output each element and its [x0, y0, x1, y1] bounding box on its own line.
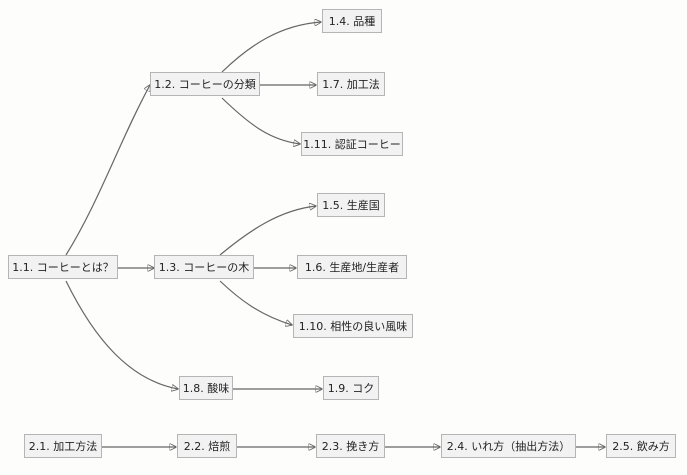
node-1-9[interactable]: 1.9. コク: [323, 376, 379, 400]
node-2-1[interactable]: 2.1. 加工方法: [24, 434, 102, 458]
edge-1-2-to-1-4: [221, 22, 321, 73]
node-1-1[interactable]: 1.1. コーヒーとは？: [8, 255, 118, 279]
node-1-5[interactable]: 1.5. 生産国: [317, 193, 385, 217]
node-2-4[interactable]: 2.4. いれ方（抽出方法）: [441, 434, 576, 458]
node-1-6[interactable]: 1.6. 生産地/生産者: [297, 255, 407, 279]
edge-1-3-to-1-10: [219, 280, 292, 325]
node-1-7[interactable]: 1.7. 加工法: [317, 72, 385, 96]
node-1-4[interactable]: 1.4. 品種: [322, 9, 382, 33]
edge-1-2-to-1-11: [221, 97, 300, 144]
node-1-2[interactable]: 1.2. コーヒーの分類: [150, 72, 260, 96]
edge-1-1-to-1-8: [65, 280, 178, 389]
edge-1-3-to-1-5: [219, 206, 316, 256]
node-2-3[interactable]: 2.3. 挽き方: [316, 434, 385, 458]
node-2-5[interactable]: 2.5. 飲み方: [606, 434, 676, 458]
edge-1-1-to-1-2: [65, 85, 150, 256]
node-1-3[interactable]: 1.3. コーヒーの木: [154, 255, 254, 279]
node-1-8[interactable]: 1.8. 酸味: [179, 376, 233, 400]
node-1-11[interactable]: 1.11. 認証コーヒー: [301, 132, 403, 156]
node-2-2[interactable]: 2.2. 焙煎: [177, 434, 237, 458]
node-1-10[interactable]: 1.10. 相性の良い風味: [293, 314, 413, 338]
